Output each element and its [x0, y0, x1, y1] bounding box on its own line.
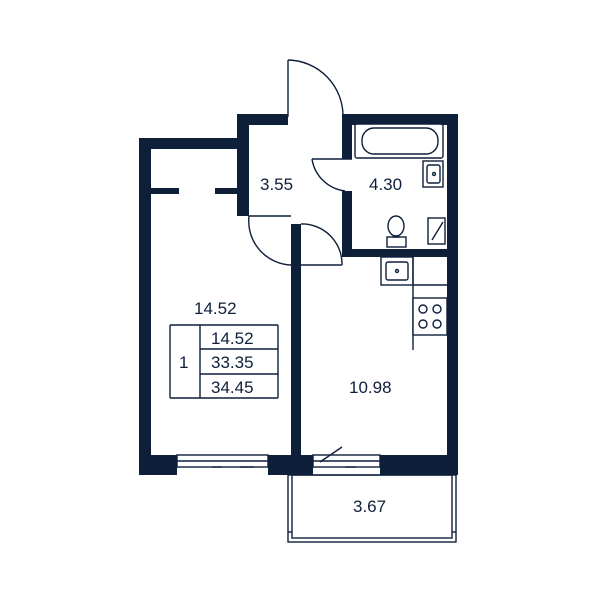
toilet-icon	[386, 215, 407, 248]
bedroom-top-wall	[139, 138, 249, 149]
bathroom-left-wall-top	[342, 114, 352, 159]
balcony	[287, 474, 457, 543]
area-legend-table: 1 14.52 33.35 34.45	[169, 324, 279, 399]
bathroom-area-label: 4.30	[369, 175, 402, 194]
bathroom-door	[311, 158, 352, 192]
bottom-wall-segment-2	[268, 455, 313, 475]
closet-partition-right	[215, 188, 249, 194]
right-outer-wall	[447, 114, 458, 475]
legend-total-with-balcony: 34.45	[211, 378, 254, 397]
hall-area-label: 3.55	[260, 175, 293, 194]
bathroom-left-wall-bottom	[342, 191, 352, 257]
kitchen-window	[312, 446, 381, 468]
kitchen-sink-icon	[380, 256, 414, 286]
bedroom-left-wall	[139, 138, 151, 475]
bottom-wall-segment-1	[139, 455, 177, 475]
bathroom-bottom-wall	[342, 249, 458, 257]
walls	[139, 114, 458, 475]
kitchen-area-label: 10.98	[349, 378, 392, 397]
entrance-door	[287, 59, 344, 118]
legend-living-area: 14.52	[211, 329, 254, 348]
legend-rooms-count: 1	[179, 353, 188, 372]
middle-partition-wall	[291, 224, 301, 475]
legend-total-area: 33.35	[211, 353, 254, 372]
top-wall-right	[342, 114, 458, 125]
washing-machine-icon	[427, 217, 446, 245]
hall-door	[248, 215, 292, 266]
bathroom-sink-icon	[422, 160, 444, 188]
stove-icon	[412, 297, 448, 336]
kitchen-door	[300, 223, 343, 266]
hall-top-wall-left	[237, 114, 288, 125]
balcony-area-label: 3.67	[353, 497, 386, 516]
bedroom-window	[176, 454, 269, 468]
bottom-wall-segment-3	[380, 455, 458, 475]
closet-partition-left	[151, 188, 179, 194]
bedroom-area-label: 14.52	[194, 299, 237, 318]
bathtub-icon	[354, 123, 444, 159]
hall-left-wall	[237, 114, 249, 216]
